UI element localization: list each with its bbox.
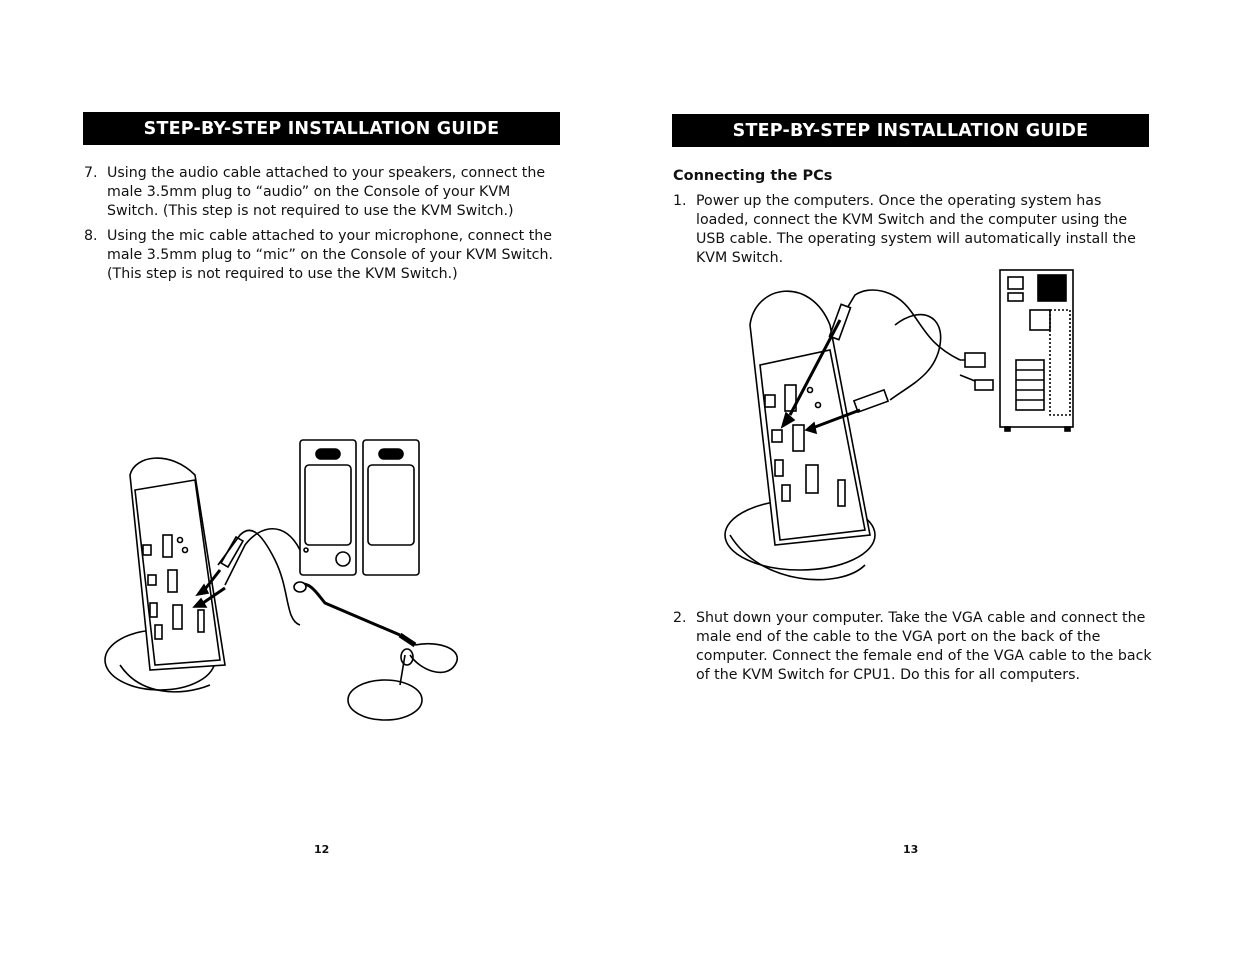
left-steps-list: 7. Using the audio cable attached to your… bbox=[84, 164, 562, 290]
list-item: 8. Using the mic cable attached to your m… bbox=[84, 227, 562, 284]
step-number: 1. bbox=[673, 193, 687, 209]
left-page-header: STEP-BY-STEP INSTALLATION GUIDE bbox=[83, 112, 560, 145]
step-number: 8. bbox=[84, 228, 98, 244]
right-steps-list-bottom: 2. Shut down your computer. Take the VGA … bbox=[673, 609, 1153, 691]
list-item: 1. Power up the computers. Once the opera… bbox=[673, 192, 1153, 268]
step-number: 7. bbox=[84, 165, 98, 181]
list-item: 7. Using the audio cable attached to your… bbox=[84, 164, 562, 221]
right-page-header: STEP-BY-STEP INSTALLATION GUIDE bbox=[672, 114, 1149, 147]
step-text: Using the mic cable attached to your mic… bbox=[107, 228, 553, 282]
kvm-computer-connection-illustration bbox=[724, 269, 1074, 581]
kvm-audio-mic-illustration bbox=[104, 439, 458, 721]
right-steps-list-top: 1. Power up the computers. Once the opera… bbox=[673, 192, 1153, 274]
step-text: Shut down your computer. Take the VGA ca… bbox=[696, 610, 1152, 683]
step-text: Using the audio cable attached to your s… bbox=[107, 165, 546, 219]
list-item: 2. Shut down your computer. Take the VGA … bbox=[673, 609, 1153, 685]
step-number: 2. bbox=[673, 610, 687, 626]
section-subheading: Connecting the PCs bbox=[673, 168, 833, 184]
right-page-number: 13 bbox=[903, 843, 919, 856]
left-page-number: 12 bbox=[314, 843, 330, 856]
step-text: Power up the computers. Once the operati… bbox=[696, 193, 1136, 266]
